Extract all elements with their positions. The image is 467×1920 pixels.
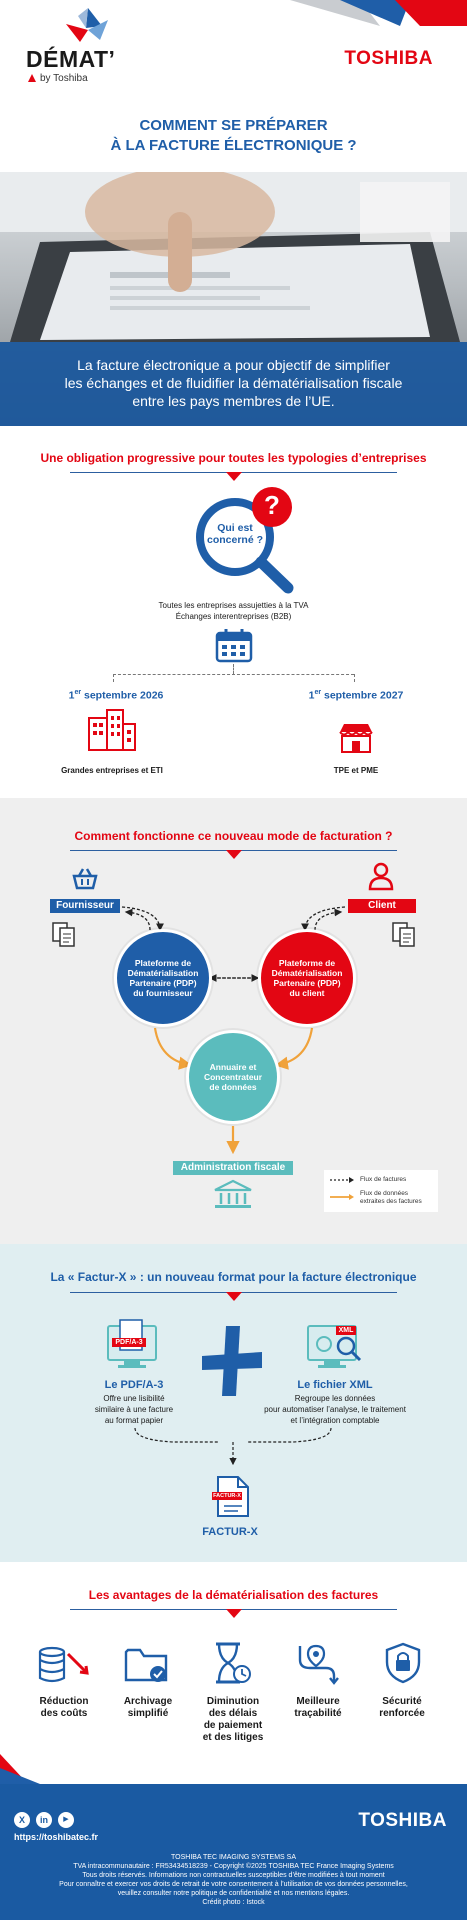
- timeline-connector: [233, 664, 234, 674]
- facturx-title: La « Factur-X » : un nouveau format pour…: [50, 1270, 417, 1284]
- invoice-docs-icon-supplier: [52, 922, 75, 947]
- pdf-badge: PDF/A-3: [112, 1338, 146, 1347]
- timeline-line: [113, 674, 354, 675]
- date-2027: 1er septembre 2027: [308, 689, 404, 702]
- coins-icon: [38, 1646, 89, 1683]
- merge-arrows: [134, 1427, 332, 1466]
- basket-icon: [72, 868, 98, 890]
- page-title: COMMENT SE PRÉPARER À LA FACTURE ÉLECTRO…: [110, 117, 357, 154]
- legend-dashed-arrow-icon: [330, 1177, 354, 1183]
- scope-text: Toutes les entreprises assujetties à la …: [158, 601, 309, 621]
- legend-orange-arrow-icon: [330, 1194, 354, 1200]
- calendar-icon: [215, 629, 253, 663]
- government-building-icon: [214, 1179, 252, 1208]
- route-pin-icon: [298, 1644, 339, 1685]
- decor-triangles-bottom-left: [0, 1754, 40, 1784]
- obligation-section: [0, 426, 467, 798]
- demat-logo: DÉMAT’: [26, 46, 116, 72]
- invoice-docs-icon-client: [392, 922, 415, 947]
- date-2026: 1er septembre 2026: [68, 689, 164, 702]
- client-label: Client: [348, 899, 416, 913]
- website-link[interactable]: https://toshibatec.fr: [14, 1832, 99, 1842]
- buildings-icon: [88, 709, 136, 751]
- tablet-photo-illustration: [0, 172, 467, 342]
- shop-icon: [339, 724, 373, 753]
- timeline-tick-right: [354, 674, 355, 682]
- facturx-notch: [226, 1292, 242, 1301]
- group-small-companies: TPE et PME: [333, 766, 379, 775]
- x-social-icon[interactable]: X: [14, 1812, 30, 1828]
- hourglass-icon: [216, 1642, 251, 1684]
- hero-caption: La facture électronique a pour objectif …: [64, 357, 403, 409]
- hero-image: La facture électronique a pour objectif …: [0, 172, 467, 426]
- youtube-social-icon[interactable]: ▶: [58, 1812, 74, 1828]
- xml-title: Le fichier XML: [297, 1379, 373, 1391]
- shield-lock-icon: [385, 1642, 421, 1684]
- obligation-notch: [226, 472, 242, 481]
- logo-by-toshiba: by Toshiba: [28, 73, 88, 84]
- timeline-tick-left: [113, 674, 114, 682]
- magnifier-icon: [196, 487, 294, 594]
- administration-label: Administration fiscale: [173, 1161, 293, 1175]
- legend-invoices: Flux de factures: [360, 1176, 407, 1183]
- xml-badge: XML: [336, 1326, 356, 1335]
- workflow-notch: [226, 850, 242, 859]
- bird-logo-icon: [66, 8, 108, 42]
- linkedin-social-icon[interactable]: in: [36, 1812, 52, 1828]
- pdf-title: Le PDF/A-3: [104, 1379, 164, 1391]
- toshiba-logo: TOSHIBA: [344, 48, 433, 69]
- facturx-badge: FACTUR-X: [212, 1492, 242, 1500]
- magnifier-label: Qui est concerné ?: [206, 522, 264, 546]
- folder-check-icon: [124, 1648, 168, 1682]
- benefits-notch: [226, 1609, 242, 1618]
- header: DÉMAT’ by Toshiba TOSHIBA COMMENT SE PRÉ…: [0, 0, 467, 170]
- benefits-title: Les avantages de la dématérialisation de…: [88, 1588, 379, 1602]
- question-mark-icon: ?: [264, 490, 280, 520]
- footer: [0, 1784, 467, 1920]
- footer-toshiba-logo: TOSHIBA: [358, 1810, 447, 1831]
- person-icon: [368, 862, 394, 891]
- supplier-label: Fournisseur: [50, 899, 120, 913]
- plus-icon: [202, 1326, 262, 1396]
- obligation-title: Une obligation progressive pour toutes l…: [40, 451, 427, 465]
- decor-triangles-top-right: [290, 0, 467, 26]
- workflow-title: Comment fonctionne ce nouveau mode de fa…: [74, 829, 393, 843]
- facturx-result-label: FACTUR-X: [202, 1526, 258, 1538]
- hero-caption-band: [0, 342, 467, 426]
- footer-legal-text: TOSHIBA TEC IMAGING SYSTEMS SA TVA intra…: [59, 1854, 408, 1906]
- group-large-companies: Grandes entreprises et ETI: [61, 766, 163, 775]
- workflow-arrows: [121, 906, 346, 1155]
